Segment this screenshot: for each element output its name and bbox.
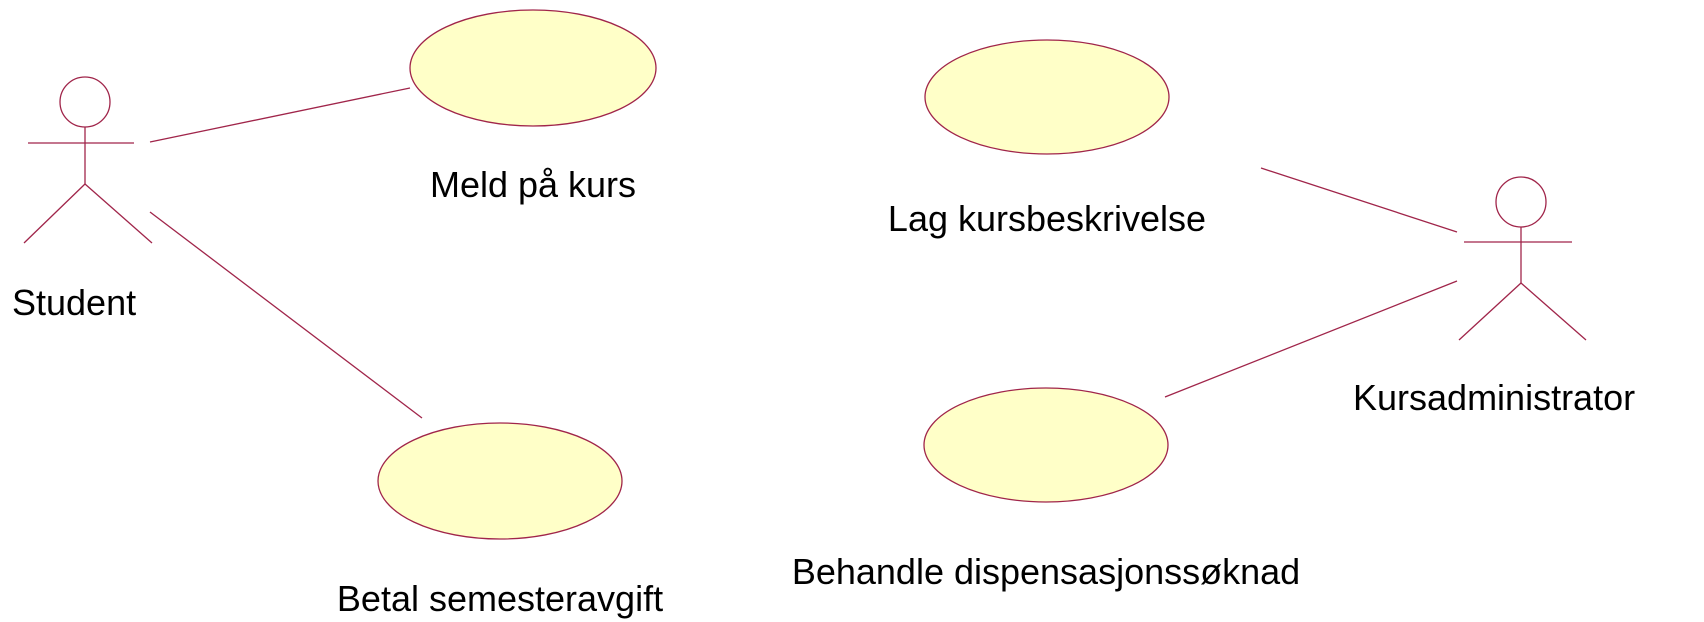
stick-figure-icon (23, 76, 153, 244)
association-student-betal (149, 211, 423, 419)
association-lag-kursadministrator (1260, 167, 1458, 233)
use-case-label-behandle-dispensasjonssoknad: Behandle dispensasjonssøknad (792, 551, 1300, 592)
use-case-lag-kursbeskrivelse[interactable]: Lag kursbeskrivelse (888, 39, 1206, 239)
use-case-ellipse (377, 422, 623, 540)
actor-kursadministrator[interactable]: Kursadministrator (1353, 176, 1635, 418)
use-case-ellipse (924, 39, 1170, 155)
stick-figure-icon (1458, 176, 1587, 341)
use-case-ellipse (923, 387, 1169, 503)
use-case-meld-pa-kurs[interactable]: Meld på kurs (409, 9, 657, 205)
association-behandle-kursadministrator (1164, 280, 1458, 398)
use-case-ellipse (409, 9, 657, 127)
actor-label-student: Student (12, 282, 136, 323)
use-case-betal-semesteravgift[interactable]: Betal semesteravgift (337, 422, 663, 619)
use-case-label-meld-pa-kurs: Meld på kurs (430, 164, 636, 205)
use-case-label-lag-kursbeskrivelse: Lag kursbeskrivelse (888, 198, 1206, 239)
actor-label-kursadministrator: Kursadministrator (1353, 377, 1635, 418)
associations (149, 87, 1458, 419)
association-student-meld (149, 87, 411, 143)
use-case-behandle-dispensasjonssoknad[interactable]: Behandle dispensasjonssøknad (792, 387, 1300, 592)
use-case-label-betal-semesteravgift: Betal semesteravgift (337, 578, 663, 619)
actor-student[interactable]: Student (12, 76, 153, 323)
